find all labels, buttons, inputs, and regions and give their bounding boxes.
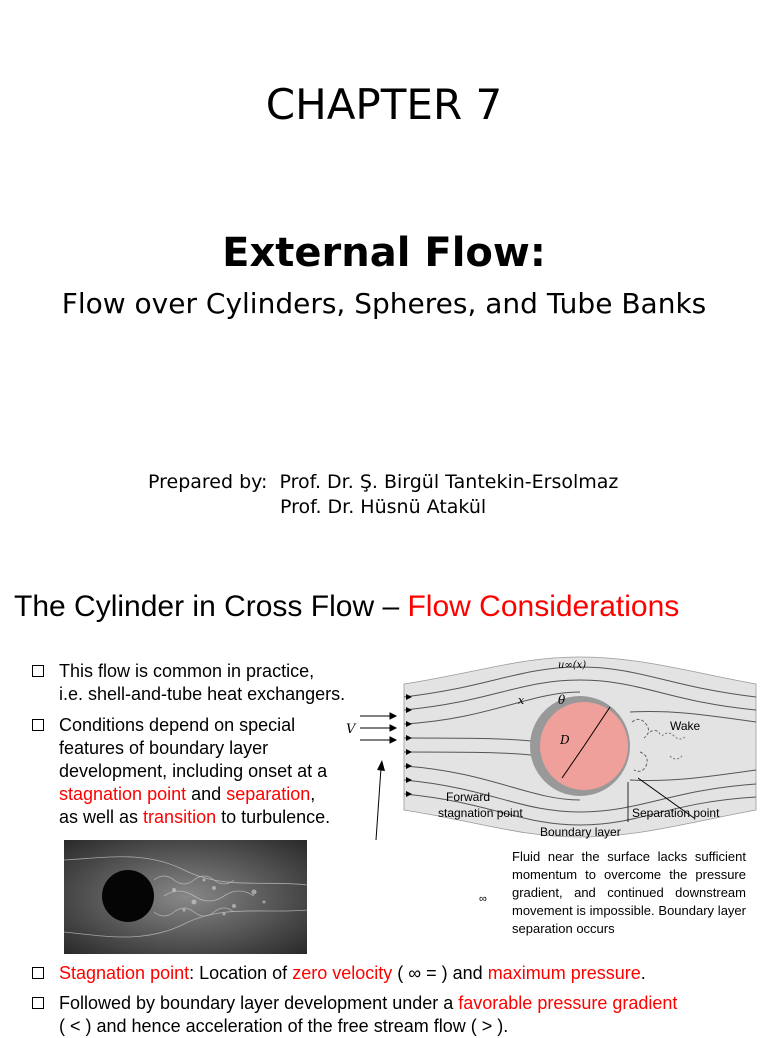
favorable-gradient-term: favorable pressure gradient bbox=[458, 993, 678, 1013]
slide-title-red: Flow Considerations bbox=[407, 590, 680, 623]
bullet-2-line-5: as well as transition to turbulence. bbox=[59, 806, 330, 829]
prepared-label: Prepared by: bbox=[148, 471, 268, 493]
bullet-3-and: and bbox=[452, 963, 483, 983]
bullet-1-line-2: i.e. shell-and-tube heat exchangers. bbox=[59, 684, 346, 704]
pointer-arrow-icon bbox=[375, 760, 385, 841]
bullet-2-pre: as well as bbox=[59, 807, 139, 827]
bullet-2-and: and bbox=[191, 784, 222, 804]
stagnation-point-term: Stagnation point bbox=[59, 963, 190, 983]
cylinder-flow-diagram: u∞(x) θ x D Wake bbox=[403, 656, 757, 838]
bullet-3-colon: : Location of bbox=[189, 963, 288, 983]
infinity-symbol: ∞ bbox=[479, 893, 487, 905]
checkbox-bullet-icon bbox=[32, 967, 44, 979]
checkbox-bullet-icon bbox=[32, 719, 44, 731]
bullet-3-end: . bbox=[640, 963, 646, 983]
diagram-label-wake: Wake bbox=[670, 719, 701, 733]
diagram-label-D: D bbox=[559, 733, 570, 747]
prepared-by: Prepared by: Prof. Dr. Ş. Birgül Tanteki… bbox=[148, 470, 618, 520]
separation-term: separation bbox=[226, 784, 311, 804]
bullet-2-comma: , bbox=[310, 784, 316, 804]
bullet-2-line-1: Conditions depend on special bbox=[59, 715, 296, 735]
bullet-2-line-4: stagnation point and separation, bbox=[59, 783, 330, 806]
separation-arrow-icon bbox=[638, 777, 695, 819]
checkbox-bullet-icon bbox=[32, 665, 44, 677]
author-1: Prof. Dr. Ş. Birgül Tantekin-Ersolmaz bbox=[279, 471, 619, 493]
freestream-arrows-icon bbox=[360, 712, 398, 744]
slide-title-main: The Cylinder in Cross Flow bbox=[14, 590, 375, 623]
bullet-4-pre: Followed by boundary layer development u… bbox=[59, 993, 454, 1013]
bullet-4-line-2: ( < ) and hence acceleration of the free… bbox=[59, 1016, 509, 1036]
diagram-label-u: u∞(x) bbox=[558, 660, 586, 671]
boundary-layer-label: Boundary layer bbox=[540, 825, 621, 839]
diagram-label-V: V bbox=[346, 722, 356, 737]
separation-note: Fluid near the surface lacks sufficient … bbox=[512, 849, 746, 936]
maximum-pressure-term: maximum pressure bbox=[487, 963, 641, 983]
slide-title: The Cylinder in Cross Flow – Flow Consid… bbox=[14, 590, 679, 624]
stagnation-point-term: stagnation point bbox=[59, 784, 187, 804]
bullet-1-line-1: This flow is common in practice, bbox=[59, 661, 315, 681]
bullet-3-paren: ( ∞ = ) bbox=[397, 963, 448, 983]
slide-title-dash: – bbox=[382, 590, 400, 623]
transition-term: transition bbox=[143, 807, 217, 827]
forward-stagnation-label: Forward bbox=[446, 790, 491, 804]
zero-velocity-term: zero velocity bbox=[292, 963, 393, 983]
checkbox-bullet-icon bbox=[32, 997, 44, 1009]
diagram-label-x: x bbox=[518, 694, 525, 707]
bullet-2-post: to turbulence. bbox=[221, 807, 331, 827]
separation-point-label: Separation point bbox=[632, 806, 720, 820]
bullet-2-line-2: features of boundary layer bbox=[59, 738, 269, 758]
stagnation-point-label: stagnation point bbox=[438, 806, 523, 820]
flow-visualization-photo bbox=[64, 840, 307, 954]
chapter-title: External Flow: bbox=[222, 230, 546, 276]
author-2: Prof. Dr. Hüsnü Atakül bbox=[280, 496, 487, 518]
chapter-subtitle: Flow over Cylinders, Spheres, and Tube B… bbox=[61, 287, 707, 320]
diagram-label-theta: θ bbox=[558, 693, 566, 707]
bullet-2-line-3: development, including onset at a bbox=[59, 761, 328, 781]
chapter-heading: CHAPTER 7 bbox=[265, 80, 503, 129]
